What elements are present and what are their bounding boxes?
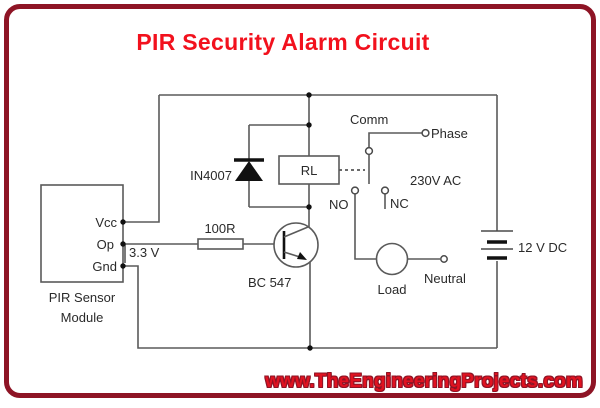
phase-terminal	[421, 128, 430, 138]
wire-vcc-to-top-rail	[123, 95, 160, 223]
diode-label: IN4007	[190, 168, 232, 183]
pin-label-gnd: Gnd	[92, 259, 117, 274]
page-border-frame	[4, 4, 596, 398]
relay-coil-box	[278, 155, 340, 185]
pir-module-label-line2: Module	[61, 310, 104, 325]
transistor-emitter-arrow	[297, 252, 307, 260]
transistor-circle	[273, 222, 319, 268]
resistor-body	[197, 238, 244, 250]
load-label: Load	[378, 282, 407, 297]
junction-diode-top	[306, 122, 312, 128]
comm-label: Comm	[350, 112, 388, 127]
pir-module-box	[40, 184, 124, 283]
neutral-terminal	[440, 255, 448, 263]
junction-gnd-pin	[120, 263, 126, 269]
website-url: www.TheEngineeringProjects.com	[265, 371, 583, 392]
nc-label: NC	[390, 196, 409, 211]
neutral-label: Neutral	[424, 271, 466, 286]
pir-module-label-line1: PIR Sensor	[49, 290, 116, 305]
wire-bottom-rail	[123, 265, 497, 349]
no-terminal	[350, 186, 360, 195]
junction-op-pin	[120, 241, 126, 247]
junction-top-rail	[306, 92, 312, 98]
wire-comm-to-phase	[368, 132, 423, 147]
battery-symbol	[481, 230, 513, 260]
transistor-label: BC 547	[248, 275, 291, 290]
pin-label-op: Op	[97, 237, 114, 252]
diode-triangle	[235, 161, 263, 181]
nc-terminal	[380, 186, 390, 195]
switch-common-terminal	[364, 146, 374, 156]
op-voltage-label: 3.3 V	[129, 245, 160, 260]
relay-label: RL	[301, 163, 318, 178]
no-label: NO	[329, 197, 349, 212]
dc-voltage-label: 12 V DC	[518, 240, 567, 255]
resistor-label: 100R	[204, 221, 235, 236]
junction-diode-bottom	[306, 204, 312, 210]
pin-label-vcc: Vcc	[95, 215, 117, 230]
junction-vcc-pin	[120, 219, 126, 225]
ac-voltage-label: 230V AC	[410, 173, 461, 188]
page-title: PIR Security Alarm Circuit	[136, 29, 430, 55]
load-circle	[375, 242, 409, 276]
phase-label: Phase	[431, 126, 468, 141]
junction-bottom-rail	[307, 345, 313, 351]
transistor-collector-line	[283, 226, 309, 238]
wire-no-to-load	[354, 194, 376, 260]
